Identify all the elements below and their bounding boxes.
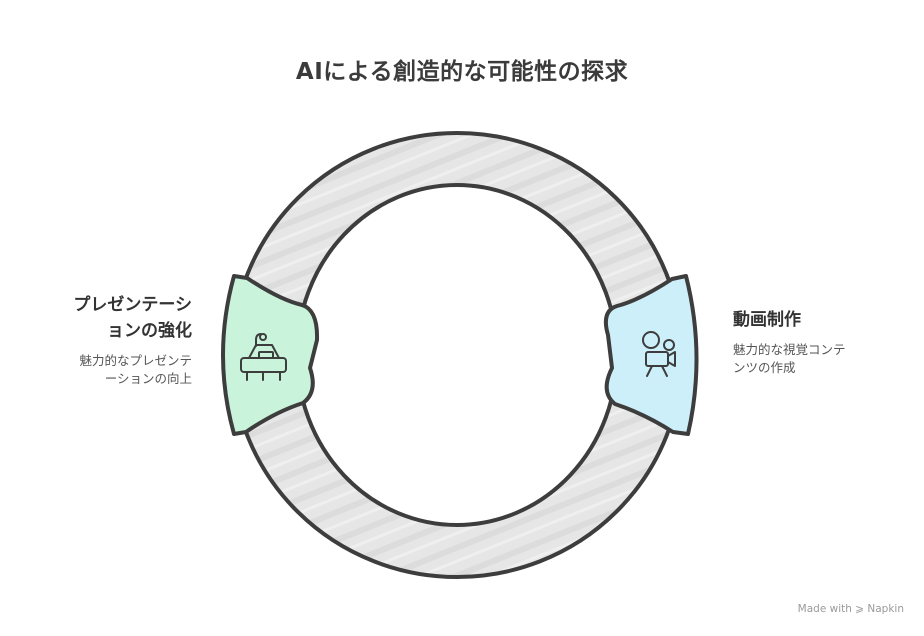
diagram-title: AIによる創造的な可能性の探求 (295, 59, 629, 85)
ring-inner-outline (295, 183, 619, 527)
napkin-credit[interactable]: Made with ⩾ Napkin (798, 603, 904, 615)
video-description: 魅力的な視覚コンテ ンツの作成 (733, 342, 846, 375)
label-presentation: プレゼンテーシ ョンの強化 魅力的なプレゼンテ ーションの向上 (20, 292, 192, 388)
presentation-title: プレゼンテーシ ョンの強化 (73, 295, 192, 341)
napkin-logo-icon: ⩾ (855, 603, 865, 615)
video-camera-icon (642, 331, 676, 377)
credit-brand: Napkin (867, 603, 904, 615)
presentation-description: 魅力的なプレゼンテ ーションの向上 (79, 353, 192, 386)
segment-video (603, 274, 699, 436)
presentation-podium-icon (240, 333, 287, 381)
credit-prefix: Made with (797, 603, 852, 615)
video-title: 動画制作 (733, 310, 801, 330)
segment-video-shape (603, 274, 699, 436)
segment-presentation-shape (221, 274, 320, 436)
label-video: 動画制作 魅力的な視覚コンテ ンツの作成 (733, 307, 913, 377)
segment-presentation (221, 274, 320, 436)
